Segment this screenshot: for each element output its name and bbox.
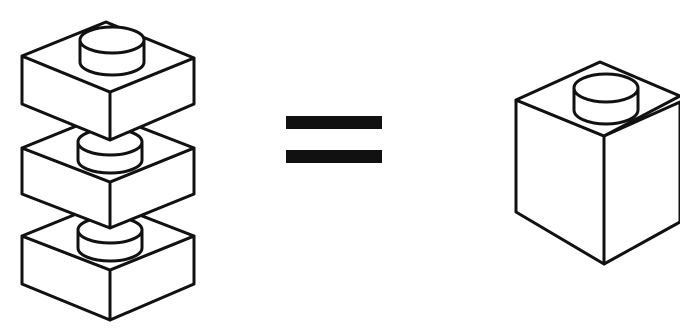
plate-top-stud-top [80,27,144,53]
plate-top-stud [80,27,144,75]
brick [516,62,680,264]
plate-top [22,22,194,140]
equals-sign-icon [286,116,382,163]
equals-bar-top [286,116,382,129]
brick-stud-top [574,74,638,102]
plate-stack [22,22,194,320]
equals-bar-bottom [286,150,382,163]
brick-stud [574,74,638,124]
